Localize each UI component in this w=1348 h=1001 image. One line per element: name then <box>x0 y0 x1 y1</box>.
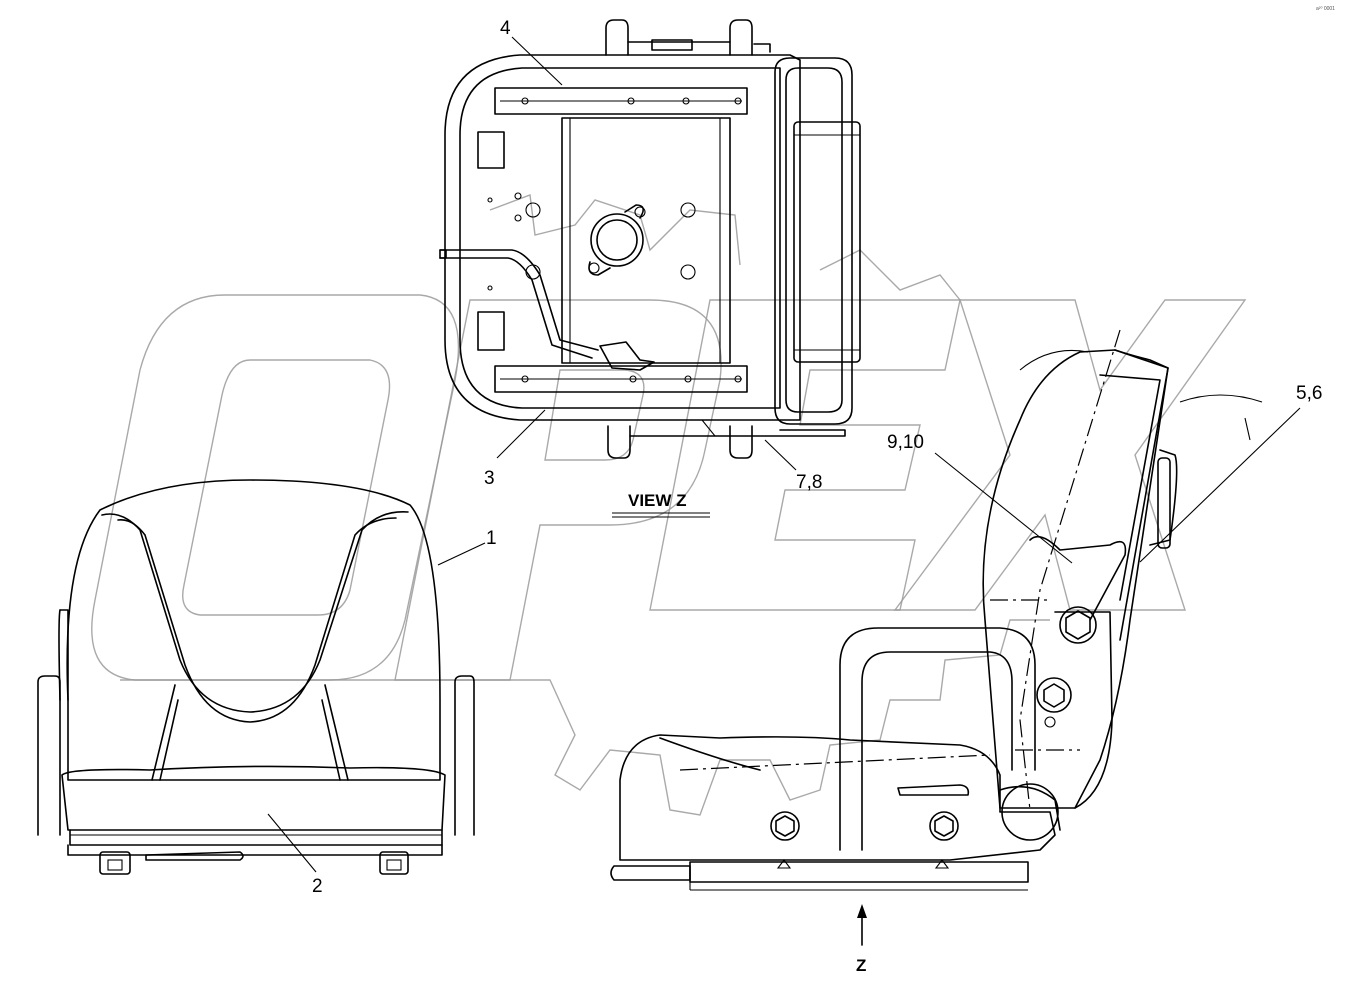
front-view-seat <box>37 479 475 875</box>
opex-watermark <box>91 194 1247 816</box>
callout-7-8: 7,8 <box>796 472 822 493</box>
z-arrow: Z <box>856 904 867 975</box>
view-z-label: VIEW Z <box>612 491 710 518</box>
z-arrow-label: Z <box>856 956 866 975</box>
side-view-seat <box>610 329 1263 891</box>
callout-4: 4 <box>500 18 511 39</box>
callout-5-6: 5,6 <box>1296 383 1322 404</box>
corner-mark: a²⁰ 0001 <box>1316 6 1335 12</box>
callout-1: 1 <box>486 528 497 549</box>
view-z-text: VIEW Z <box>628 491 687 510</box>
callout-9-10: 9,10 <box>887 432 924 453</box>
callout-2: 2 <box>312 876 323 897</box>
callout-leaders <box>267 36 1301 873</box>
top-view-seat <box>439 19 861 459</box>
callout-3: 3 <box>484 468 495 489</box>
